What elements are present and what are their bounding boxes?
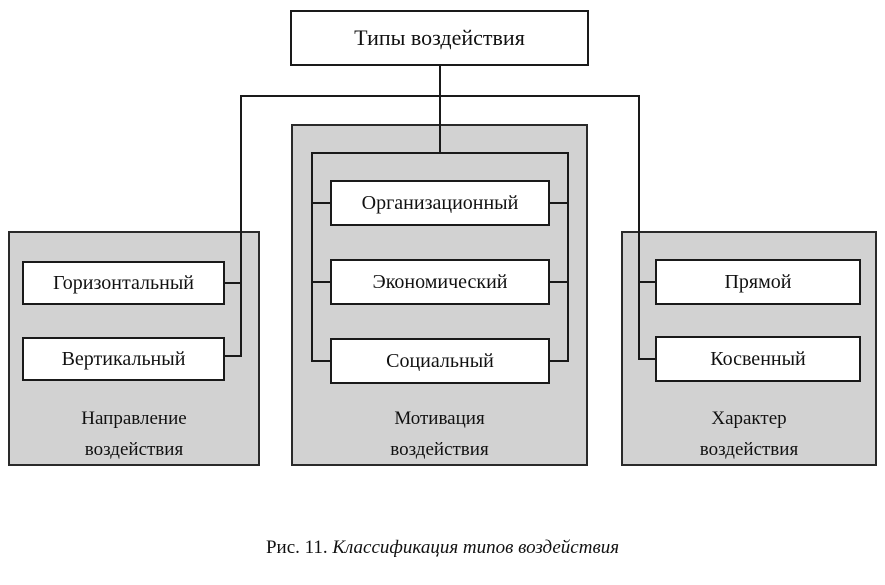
node-organizational-label: Организационный	[361, 191, 519, 214]
node-organizational: Организационный	[330, 180, 550, 226]
figure-caption-prefix: Рис. 11.	[265, 537, 328, 558]
node-social-label: Социальный	[386, 349, 494, 372]
group-caption-direction: Направление воздействия	[81, 408, 187, 460]
node-horizontal-label: Горизонтальный	[53, 271, 194, 294]
node-indirect-label: Косвенный	[710, 347, 806, 370]
node-indirect: Косвенный	[655, 336, 861, 382]
node-direct: Прямой	[655, 259, 861, 305]
node-economic: Экономический	[330, 259, 550, 305]
figure-caption: Рис. 11. Классификация типов воздействия	[0, 537, 885, 559]
node-vertical: Вертикальный	[22, 337, 225, 381]
node-vertical-label: Вертикальный	[61, 347, 186, 370]
root-node-label: Типы воздействия	[354, 25, 525, 50]
group-caption-motivation: Мотивация воздействия	[390, 408, 489, 460]
node-direct-label: Прямой	[724, 270, 792, 293]
node-economic-label: Экономический	[372, 270, 508, 293]
node-horizontal: Горизонтальный	[22, 261, 225, 305]
node-social: Социальный	[330, 338, 550, 384]
group-caption-character: Характер воздействия	[699, 408, 799, 460]
root-node: Типы воздействия	[290, 10, 589, 66]
figure-caption-title: Классификация типов воздействия	[332, 537, 620, 558]
